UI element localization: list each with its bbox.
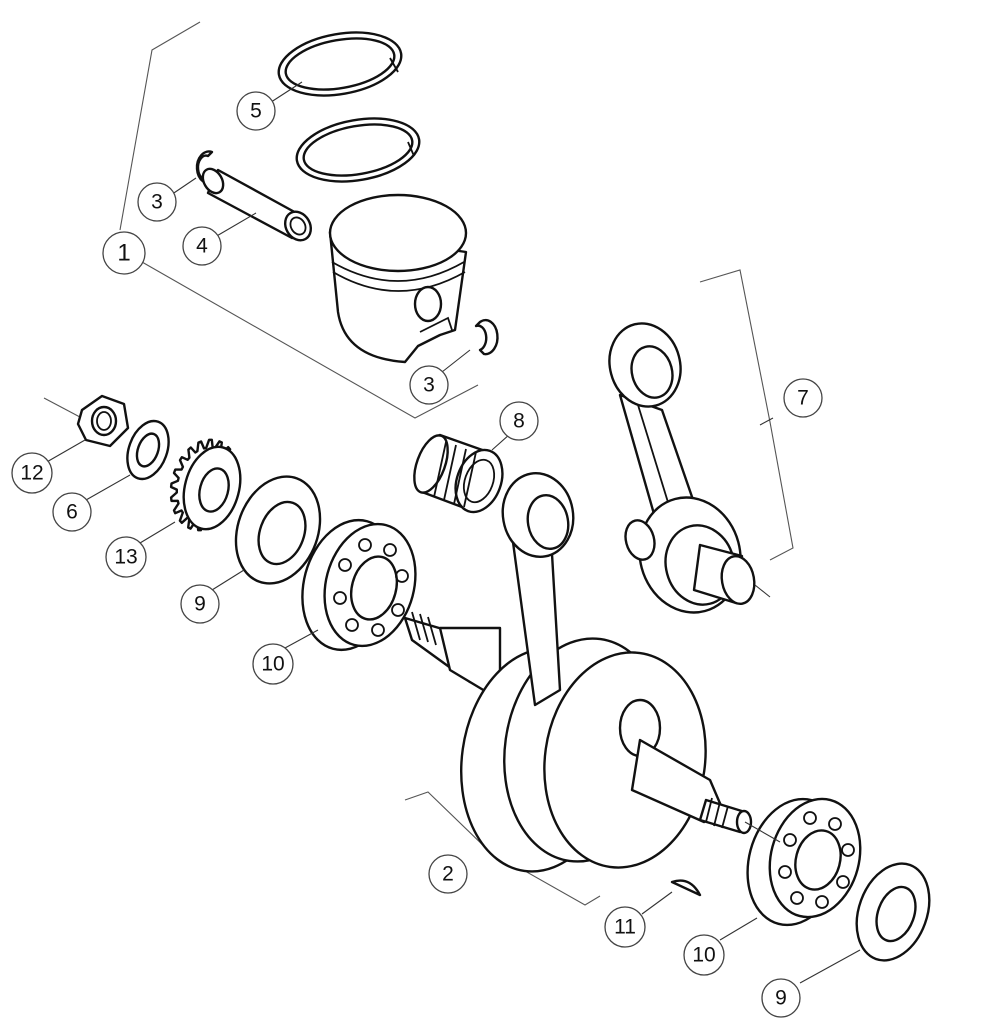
piston-ring-upper xyxy=(277,31,403,97)
callout-7-label: 7 xyxy=(797,387,809,410)
callout-4-label: 4 xyxy=(196,235,208,258)
callout-1: 1 xyxy=(102,231,146,275)
drive-gear xyxy=(169,438,242,532)
callout-9-right-label: 9 xyxy=(775,987,787,1010)
conrod-group-bracket xyxy=(699,269,794,561)
callout-4: 4 xyxy=(182,226,222,266)
circlip-lower xyxy=(474,318,499,356)
washer xyxy=(126,419,170,481)
callout-10-right: 10 xyxy=(683,934,725,976)
needle-bearing xyxy=(413,433,504,514)
callout-11-label: 11 xyxy=(614,916,636,939)
callout-9-right: 9 xyxy=(761,978,801,1018)
callout-3-upper-label: 3 xyxy=(151,191,163,214)
callout-13: 13 xyxy=(105,536,147,578)
callout-10-left-label: 10 xyxy=(261,653,284,676)
callout-6: 6 xyxy=(52,492,92,532)
callout-9-left-label: 9 xyxy=(194,593,206,616)
callout-3-lower: 3 xyxy=(409,365,449,405)
callout-7: 7 xyxy=(783,378,823,418)
callout-11: 11 xyxy=(604,906,646,948)
oil-seal-right xyxy=(855,862,931,962)
callout-10-right-label: 10 xyxy=(692,944,715,967)
callout-10-left: 10 xyxy=(252,643,294,685)
woodruff-key xyxy=(670,879,702,897)
callout-8: 8 xyxy=(499,401,539,441)
callout-2: 2 xyxy=(428,854,468,894)
piston xyxy=(328,193,468,364)
piston-pin xyxy=(201,167,313,242)
callout-12-label: 12 xyxy=(20,462,43,485)
crankshaft xyxy=(403,471,781,873)
piston-ring-lower xyxy=(295,117,421,183)
callout-8-label: 8 xyxy=(513,410,525,433)
main-bearing-left xyxy=(301,518,417,652)
piston-group-bracket xyxy=(119,21,479,419)
callout-5: 5 xyxy=(236,91,276,131)
leader-lines xyxy=(44,81,861,984)
callout-5-label: 5 xyxy=(250,100,262,123)
callout-3-upper: 3 xyxy=(137,182,177,222)
callout-3-lower-label: 3 xyxy=(423,374,435,397)
callout-2-label: 2 xyxy=(442,863,454,886)
nut xyxy=(76,394,130,448)
callout-1-label: 1 xyxy=(117,240,130,267)
connecting-rod xyxy=(608,322,771,614)
callout-13-label: 13 xyxy=(114,546,137,569)
oil-seal-left xyxy=(234,475,322,585)
callout-12: 12 xyxy=(11,452,53,494)
callout-9-left: 9 xyxy=(180,584,220,624)
callout-6-label: 6 xyxy=(66,501,78,524)
main-bearing-right xyxy=(746,797,862,927)
